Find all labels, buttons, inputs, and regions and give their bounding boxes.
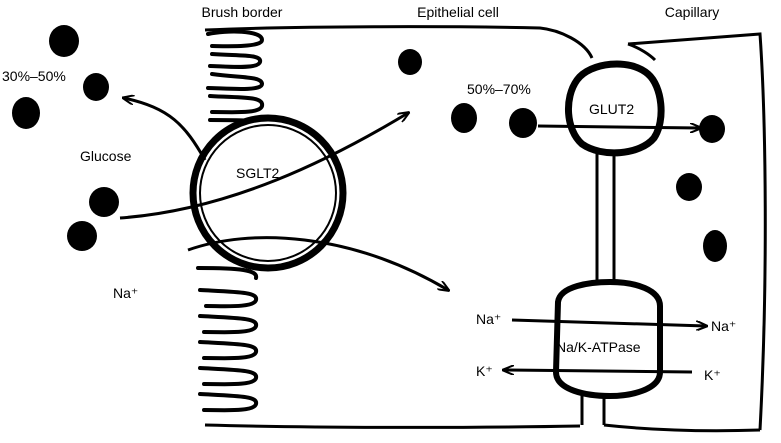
glucose-molecule <box>699 115 725 143</box>
glucose-molecule <box>12 97 40 129</box>
brush-border-header: Brush border <box>202 4 283 20</box>
epithelial-cell-header: Epithelial cell <box>417 4 499 20</box>
potassium-intracellular-label: K⁺ <box>476 363 493 379</box>
glucose-molecules <box>12 25 727 262</box>
sodium-lumen-label: Na⁺ <box>113 285 138 301</box>
transport-arrows <box>119 98 706 372</box>
na-k-atpase-label: Na/K-ATPase <box>556 339 641 355</box>
glucose-molecule <box>89 187 119 217</box>
potassium-extracellular-label: K⁺ <box>704 367 721 383</box>
sglt2-label: SGLT2 <box>236 165 280 181</box>
sodium-intracellular-label: Na⁺ <box>476 311 501 327</box>
glucose-molecule <box>509 108 537 138</box>
glucose-molecule <box>676 173 702 201</box>
sodium-extracellular-label: Na⁺ <box>711 318 736 334</box>
capillary-outline <box>602 32 767 433</box>
glucose-molecule <box>451 103 477 133</box>
glucose-label: Glucose <box>80 148 132 164</box>
glucose-uptake-arrow <box>119 113 408 220</box>
sodium-uptake-arrow <box>187 236 448 290</box>
glut2-transporter <box>564 60 665 157</box>
sodium-efflux-arrow <box>511 318 706 326</box>
potassium-influx-arrow <box>504 370 693 372</box>
lumen-reabsorption-percent: 30%–50% <box>2 68 66 84</box>
glut2-label: GLUT2 <box>589 101 634 117</box>
glucose-molecule <box>398 49 422 75</box>
brush-border-microvilli <box>196 29 282 413</box>
glucose-molecule <box>83 73 109 101</box>
cell-reabsorption-percent: 50%–70% <box>467 81 531 97</box>
glucose-molecule <box>67 221 97 251</box>
epithelial-cell-outline <box>204 25 599 429</box>
glucose-molecule <box>703 230 727 262</box>
glucose-molecule <box>49 25 79 57</box>
sglt2-transporter <box>189 114 347 272</box>
capillary-header: Capillary <box>665 4 719 20</box>
glucose-reflux-arrow <box>124 98 207 161</box>
glucose-efflux-arrow <box>537 126 700 128</box>
